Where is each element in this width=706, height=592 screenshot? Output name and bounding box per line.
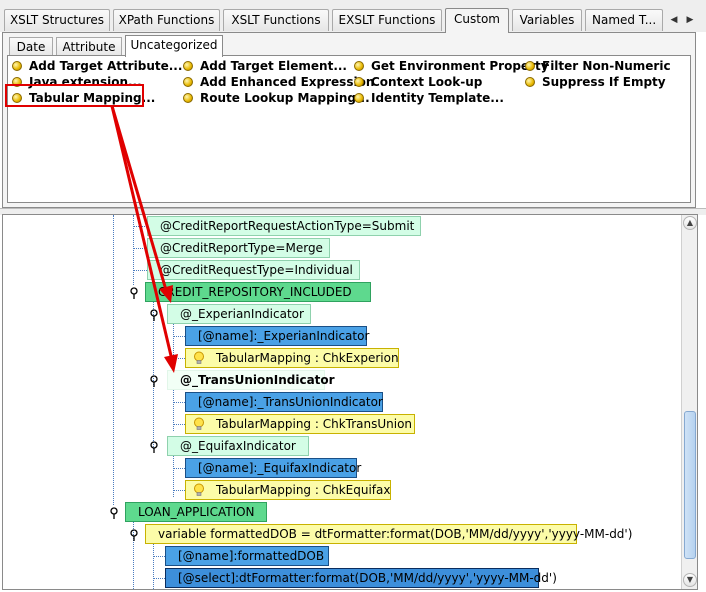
tree-guide-line	[153, 541, 154, 589]
custom-functions-panel: Date Attribute Uncategorized Add Target …	[2, 32, 696, 208]
tree-guide-line	[173, 321, 174, 365]
function-bullet-icon	[354, 92, 364, 103]
function-list: Add Target Attribute... Java extension..…	[7, 55, 691, 203]
tree-guide-line	[173, 387, 174, 431]
fn-add-target-attribute[interactable]: Add Target Attribute...	[12, 58, 182, 74]
function-bullet-icon	[354, 76, 364, 87]
vertical-scrollbar[interactable]: ▲ ▼	[681, 215, 697, 589]
pin-icon[interactable]	[109, 507, 119, 519]
tree-node-name[interactable]: [@name]:formattedDOB	[165, 546, 329, 566]
tree-node-tabular-mapping[interactable]: TabularMapping : ChkTransUnion	[185, 414, 415, 434]
fn-suppress-if-empty[interactable]: Suppress If Empty	[525, 74, 666, 90]
tree-guide-line	[153, 556, 167, 557]
fn-filter-non-numeric[interactable]: Filter Non-Numeric	[525, 58, 671, 74]
tab-xpath-functions[interactable]: XPath Functions	[113, 9, 220, 31]
palette-tab-strip: XSLT Structures XPath Functions XSLT Fun…	[0, 0, 706, 33]
mapping-tree: @CreditReportRequestActionType=Submit @C…	[2, 214, 698, 590]
subtab-uncategorized[interactable]: Uncategorized	[125, 35, 223, 57]
fn-route-lookup-mapping[interactable]: Route Lookup Mapping...	[183, 90, 370, 106]
tab-named-templates[interactable]: Named T...	[585, 9, 663, 31]
scroll-down-icon[interactable]: ▼	[683, 573, 697, 587]
pin-icon[interactable]	[149, 309, 159, 321]
tab-custom[interactable]: Custom	[445, 8, 509, 33]
function-bullet-icon	[12, 92, 22, 103]
tree-node-attribute[interactable]: @CreditReportRequestActionType=Submit	[147, 216, 422, 236]
tab-xslt-structures[interactable]: XSLT Structures	[4, 9, 110, 31]
tree-guide-line	[173, 490, 187, 491]
tree-node-element[interactable]: LOAN_APPLICATION	[125, 502, 267, 522]
pin-icon[interactable]	[149, 441, 159, 453]
tree-guide-line	[133, 270, 147, 271]
tree-guide-line	[133, 226, 147, 227]
tree-node-attribute-selected[interactable]: @_TransUnionIndicator	[167, 370, 335, 390]
function-bullet-icon	[12, 76, 22, 87]
tree-node-name[interactable]: [@name]:_ExperianIndicator	[185, 326, 369, 346]
tree-node-attribute[interactable]: @CreditRequestType=Individual	[147, 260, 360, 280]
fn-context-look-up[interactable]: Context Look-up	[354, 74, 482, 90]
function-bullet-icon	[183, 92, 193, 103]
tree-guide-line	[173, 336, 187, 337]
tree-guide-line	[133, 519, 134, 589]
tab-exslt-functions[interactable]: EXSLT Functions	[332, 9, 442, 31]
scroll-tabs-left-icon[interactable]: ◀	[670, 15, 678, 25]
pin-icon[interactable]	[129, 287, 139, 299]
tree-node-tabular-mapping[interactable]: TabularMapping : ChkExperion	[185, 348, 399, 368]
tree-node-name[interactable]: [@name]:_EquifaxIndicator	[185, 458, 361, 478]
tree-guide-line	[173, 453, 174, 497]
function-bullet-icon	[525, 60, 535, 71]
lightbulb-icon	[194, 417, 204, 430]
tree-guide-line	[173, 424, 187, 425]
tree-guide-line	[153, 299, 154, 449]
tree-node-attribute[interactable]: @CreditReportType=Merge	[147, 238, 330, 258]
function-bullet-icon	[183, 60, 193, 71]
tabular-mapping-highlight-box	[5, 84, 144, 107]
panel-splitter[interactable]	[0, 208, 706, 215]
scroll-tabs-right-icon[interactable]: ▶	[686, 15, 694, 25]
fn-add-enhanced-expression[interactable]: Add Enhanced Expression	[183, 74, 374, 90]
scroll-up-icon[interactable]: ▲	[683, 216, 697, 230]
lightbulb-icon	[194, 483, 204, 496]
fn-get-environment-property[interactable]: Get Environment Property	[354, 58, 549, 74]
tree-node-variable[interactable]: variable formattedDOB = dtFormatter:form…	[145, 524, 632, 544]
tree-guide-line	[153, 578, 167, 579]
fn-identity-template[interactable]: Identity Template...	[354, 90, 504, 106]
subtab-date[interactable]: Date	[9, 37, 53, 56]
subtab-attribute[interactable]: Attribute	[56, 37, 122, 56]
pin-icon[interactable]	[149, 375, 159, 387]
function-bullet-icon	[183, 76, 193, 87]
tree-node-select[interactable]: [@select]:dtFormatter:format(DOB,'MM/dd/…	[165, 568, 557, 588]
tree-node-tabular-mapping[interactable]: TabularMapping : ChkEquifax	[185, 480, 391, 500]
pin-icon[interactable]	[129, 529, 139, 541]
fn-add-target-element[interactable]: Add Target Element...	[183, 58, 347, 74]
tree-node-name[interactable]: [@name]:_TransUnionIndicator	[185, 392, 383, 412]
tree-guide-line	[173, 468, 187, 469]
tab-variables[interactable]: Variables	[512, 9, 582, 31]
tree-guide-line	[113, 215, 114, 505]
tree-node-element[interactable]: CREDIT_REPOSITORY_INCLUDED	[145, 282, 371, 302]
tab-xslt-functions[interactable]: XSLT Functions	[223, 9, 329, 31]
tree-guide-line	[173, 402, 187, 403]
lightbulb-icon	[194, 351, 204, 364]
function-bullet-icon	[525, 76, 535, 87]
tree-guide-line	[173, 358, 187, 359]
function-bullet-icon	[354, 60, 364, 71]
fn-tabular-mapping[interactable]: Tabular Mapping...	[12, 90, 155, 106]
function-bullet-icon	[12, 60, 22, 71]
scrollbar-thumb[interactable]	[684, 411, 696, 559]
tree-node-attribute[interactable]: @_EquifaxIndicator	[167, 436, 309, 456]
tree-node-attribute[interactable]: @_ExperianIndicator	[167, 304, 311, 324]
tree-guide-line	[133, 248, 147, 249]
